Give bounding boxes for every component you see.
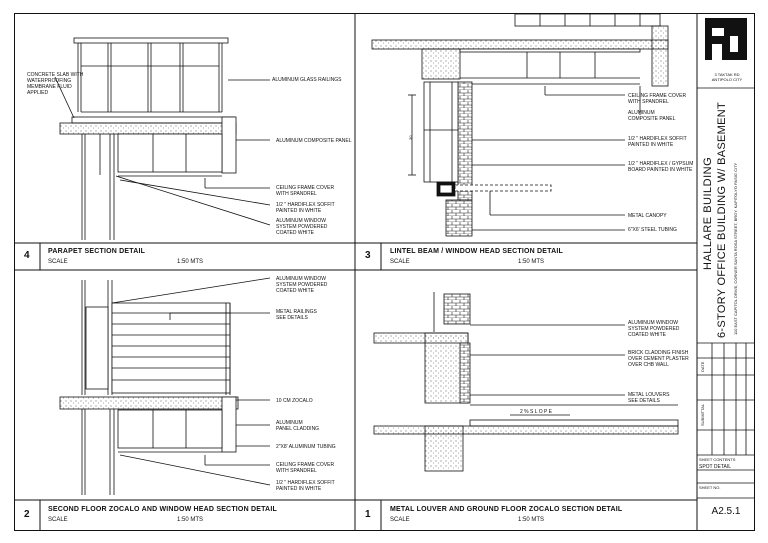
sheet-contents-value: SPOT DETAIL — [699, 464, 732, 470]
dimension-label: 30 — [408, 135, 413, 140]
note-d4-3: CEILING FRAME COVER WITH SPANDREL — [276, 185, 335, 197]
detail-number-1: 1 — [365, 509, 371, 520]
slope-label: 2 % S L O P E — [520, 409, 552, 415]
note-d3-0: CEILING FRAME COVER WITH SPANDREL — [628, 93, 687, 105]
note-d2-1: METAL RAILINGS SEE DETAILS — [276, 309, 317, 321]
firm-logo — [705, 18, 747, 60]
note-d3-2: 1/2 " HARDIFLEX SOFFIT PAINTED IN WHITE — [628, 136, 687, 148]
note-d4-4: 1/2 " HARDIFLEX SOFFIT PAINTED IN WHITE — [276, 202, 335, 214]
note-d4-1: ALUMINUM GLASS RAILINGS — [272, 77, 342, 83]
detail-number-4: 4 — [24, 250, 30, 261]
project-name-line2: 6-STORY OFFICE BUILDING W/ BASEMENT — [716, 101, 728, 338]
note-d4-0: CONCRETE SLAB WITH WATERPROOFING MEMBRAN… — [27, 72, 84, 96]
note-d2-3: ALUMINUM PANEL CLADDING — [276, 420, 320, 432]
drawing-sheet — [14, 13, 755, 531]
note-d2-4: 2"X8' ALUMINUM TUBING — [276, 444, 336, 450]
note-d3-4: METAL CANOPY — [628, 213, 667, 219]
detail-title-1: METAL LOUVER AND GROUND FLOOR ZOCALO SEC… — [390, 506, 623, 513]
scale-label-3: SCALE — [390, 259, 410, 265]
note-d3-5: 6"X6' STEEL TUBING — [628, 227, 677, 233]
detail-title-4: PARAPET SECTION DETAIL — [48, 248, 146, 255]
note-d3-1: ALUMINUM COMPOSITE PANEL — [628, 110, 676, 122]
note-d2-2: 10 CM ZOCALO — [276, 398, 313, 404]
scale-value-3: 1:50 MTS — [518, 259, 545, 265]
scale-label-4: SCALE — [48, 259, 68, 265]
scale-value-4: 1:50 MTS — [177, 259, 204, 265]
date-label: DATE — [700, 361, 705, 372]
scale-value-2: 1:50 MTS — [177, 517, 204, 523]
note-d3-3: 1/2 " HARDIFLEX / GYPSUM BOARD PAINTED I… — [628, 161, 694, 173]
address-long: 110 EAST CAPITOL DRIVE, CORNER SANTA ROS… — [733, 162, 738, 335]
note-d1-2: METAL LOUVERS SEE DETAILS — [628, 392, 670, 404]
note-d1-1: BRICK CLADDING FINISH OVER CEMENT PLASTE… — [628, 350, 689, 368]
scale-value-1: 1:50 MTS — [518, 517, 545, 523]
detail-number-2: 2 — [24, 509, 30, 520]
project-name-line1: HALLARE BUILDING — [702, 156, 714, 270]
note-d2-0: ALUMINUM WINDOW SYSTEM POWDERED COATED W… — [276, 276, 328, 294]
note-d4-5: ALUMINUM WINDOW SYSTEM POWDERED COATED W… — [276, 218, 328, 236]
detail-number-3: 3 — [365, 250, 371, 261]
detail-title-3: LINTEL BEAM / WINDOW HEAD SECTION DETAIL — [390, 248, 564, 255]
submittal-label: SUBMITTAL — [700, 403, 705, 426]
note-d2-6: 1/2 " HARDIFLEX SOFFIT PAINTED IN WHITE — [276, 480, 335, 492]
note-d1-0: ALUMINUM WINDOW SYSTEM POWDERED COATED W… — [628, 320, 680, 338]
scale-label-2: SCALE — [48, 517, 68, 523]
note-d4-2: ALUMINUM COMPOSITE PANEL — [276, 138, 352, 144]
detail-title-2: SECOND FLOOR ZOCALO AND WINDOW HEAD SECT… — [48, 506, 277, 513]
note-d2-5: CEILING FRAME COVER WITH SPANDREL — [276, 462, 335, 474]
address-short: 3 TAKTAK RD ANTIPOLO CITY — [711, 72, 743, 82]
sheet-number: A2.5.1 — [711, 506, 741, 517]
sheet-contents-label: SHEET CONTENTS — [699, 457, 736, 462]
scale-label-1: SCALE — [390, 517, 410, 523]
sheet-no-label: SHEET NO. — [699, 485, 721, 490]
